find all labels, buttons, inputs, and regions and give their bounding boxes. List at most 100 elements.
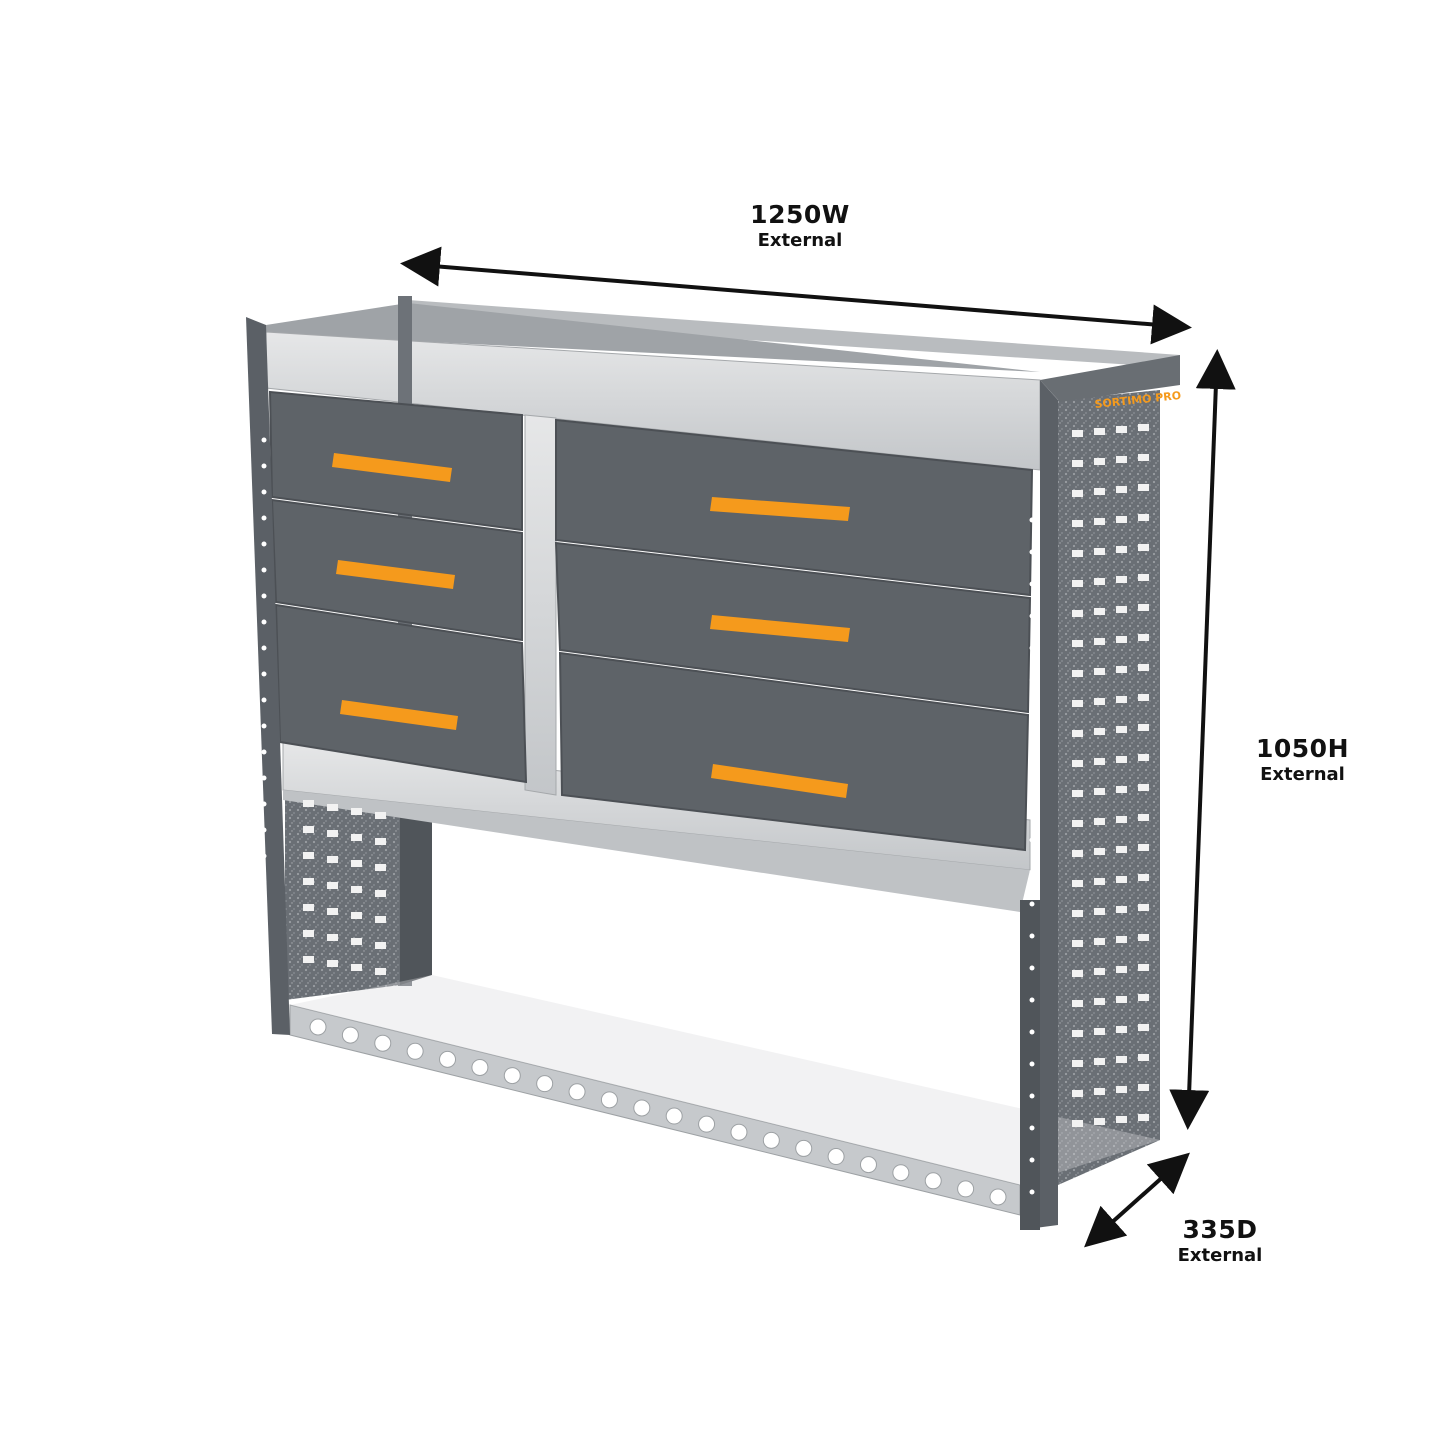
perforation-slot [303,852,314,859]
drawer-handle-icon[interactable] [710,615,850,642]
drawer-handle-icon[interactable] [332,453,452,482]
drawer-handles [332,453,850,798]
drawer-handle-icon[interactable] [711,764,848,798]
upright-hole [261,723,267,729]
rail-hole [957,1180,975,1198]
perforation-slot [1094,608,1105,615]
perforation-slot [1072,1000,1083,1007]
perforation-slot [1116,1056,1127,1063]
upright-hole [261,827,267,833]
perforation-slot [1094,998,1105,1005]
perforation-slot [1116,756,1127,763]
height-label: External [1260,764,1345,785]
perforation-slot [1138,574,1149,581]
upright-hole [261,801,267,807]
perforation-slot [351,912,362,919]
drawers-left [268,390,528,784]
perforation-slot [1094,728,1105,735]
perforation-slot [375,968,386,975]
rail-hole [633,1099,651,1117]
upright-hole [1029,581,1035,587]
perforation-slot [1094,1118,1105,1125]
upright-hole [1029,613,1035,619]
drawer-handle-icon[interactable] [710,497,850,521]
perforation-slot [1138,604,1149,611]
upright-hole [1029,869,1035,875]
perforation-slot [1138,634,1149,641]
centre-divider [524,414,557,796]
perforation-slot [1116,876,1127,883]
width-value: 1250W [750,200,850,229]
perforation-slot [1138,1054,1149,1061]
perforation-slot [1138,754,1149,761]
width-dimension: 1250W External [700,200,900,252]
perforation-slot [1094,968,1105,975]
perforation-slot [1072,610,1083,617]
perforation-slot [1072,1060,1083,1067]
perforation-slot [1116,786,1127,793]
perforation-slot [1094,458,1105,465]
perforation-slot [1138,664,1149,671]
perforation-slot [1138,544,1149,551]
perforation-slot [327,960,338,967]
perforation-slot [303,904,314,911]
perforation-slot [1138,484,1149,491]
perforation-slot [1072,760,1083,767]
perforation-slot [1138,784,1149,791]
perforation-slot [1138,1084,1149,1091]
perforation-slot [1116,966,1127,973]
perforation-slot [1116,996,1127,1003]
depth-arrow [1084,1152,1190,1248]
perforation-slot [1116,906,1127,913]
height-dimension: 1050H External [1215,734,1390,786]
perforation-slot [1072,820,1083,827]
perforation-slot [1094,1028,1105,1035]
perforation-slot [303,826,314,833]
perforation-slot [1072,520,1083,527]
perforation-slot [1116,936,1127,943]
drawer-handle-icon[interactable] [340,700,458,730]
perforation-slot [1094,1058,1105,1065]
front-uprights [246,317,1058,1230]
drawer-left-3[interactable] [274,603,528,784]
rail-hole [698,1115,716,1133]
perforation-slot [1094,788,1105,795]
perforation-slot [1116,576,1127,583]
perforation-slot [1138,514,1149,521]
perforation-slot [1138,994,1149,1001]
rail-hole [374,1034,392,1052]
perforation-slot [1094,698,1105,705]
perforation-slot [1138,934,1149,941]
perforation-slot [1138,454,1149,461]
rail-hole [859,1156,877,1174]
upright-hole [1029,1029,1035,1035]
perforation-slot [1094,878,1105,885]
upright-hole [261,463,267,469]
perforation-slot [1072,1030,1083,1037]
perforation-slot [1072,460,1083,467]
upright-hole [1029,933,1035,939]
perforation-slot [303,800,314,807]
upright-hole [261,515,267,521]
perforation-slot [1116,816,1127,823]
drawer-right-3[interactable] [558,651,1030,852]
depth-value: 335D [1182,1215,1258,1244]
height-value: 1050H [1255,734,1349,763]
perforation-slot [327,934,338,941]
perforation-slot [1072,910,1083,917]
rail-hole [406,1042,424,1060]
perforation-slot [327,908,338,915]
rail-hole [989,1188,1007,1206]
perforation-slot [1116,1026,1127,1033]
perforation-slot [1116,846,1127,853]
height-arrow [1169,349,1236,1130]
rail-hole [762,1131,780,1149]
perforation-slot [1116,666,1127,673]
perforation-slot [1094,638,1105,645]
drawer-handle-icon[interactable] [336,560,455,589]
perforation-slot [1094,518,1105,525]
perforation-slot [327,856,338,863]
perforation-slot [1094,848,1105,855]
rail-hole [665,1107,683,1125]
perforation-slot [327,830,338,837]
